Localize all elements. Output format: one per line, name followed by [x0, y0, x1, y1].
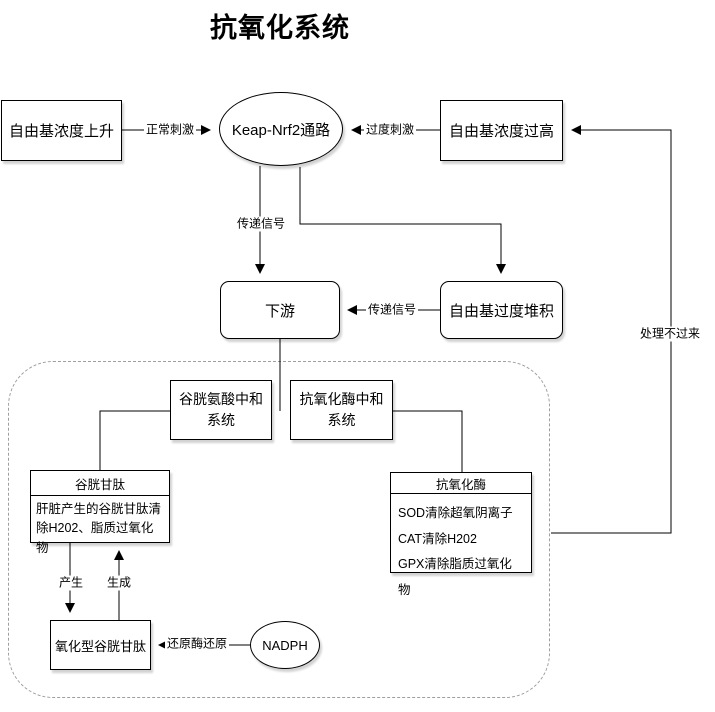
node-free-radical-high: 自由基浓度过高: [440, 100, 563, 161]
node-radical-accumulation: 自由基过度堆积: [440, 281, 563, 339]
edge-label-transmit-signal-down: 传递信号: [234, 216, 288, 232]
node-keap-nrf2-pathway: Keap-Nrf2通路: [219, 92, 343, 166]
node-downstream: 下游: [220, 281, 340, 339]
node-enzyme-neutralize-system: 抗氧化酶中和系统: [290, 380, 393, 440]
node-free-radical-rise: 自由基浓度上升: [1, 100, 122, 161]
edge-label-produce: 产生: [56, 575, 86, 591]
edge-label-overwhelmed: 处理不过来: [637, 326, 703, 342]
node-antioxidant-enzyme: 抗氧化酶 SOD清除超氧阴离子 CAT清除H202 GPX清除脂质过氧化物: [390, 472, 532, 597]
node-oxidized-glutathione: 氧化型谷胱甘肽: [50, 620, 151, 670]
enzyme-line-sod: SOD清除超氧阴离子: [398, 506, 513, 520]
edge-label-reductase-reduce: 还原酶还原: [164, 636, 230, 652]
edge-label-normal-stimulus: 正常刺激: [143, 122, 197, 138]
enzyme-line-gpx: GPX清除脂质过氧化物: [398, 557, 512, 597]
edge-label-generate: 生成: [104, 575, 134, 591]
node-glutathione: 谷胱甘肽 肝脏产生的谷胱甘肽清除H202、脂质过氧化物: [30, 470, 170, 555]
enzyme-line-cat: CAT清除H202: [398, 531, 477, 546]
edge-label-transmit-signal-side: 传递信号: [365, 302, 419, 318]
edge-keap-to-accumulation: [299, 167, 506, 274]
edge-enzyme-system-to-enzyme: [393, 410, 463, 472]
page-title: 抗氧化系统: [210, 13, 350, 43]
node-nadph: NADPH: [250, 621, 320, 669]
edge-label-excess-stimulus: 过度刺激: [363, 122, 417, 138]
node-glutathione-header: 谷胱甘肽: [31, 471, 169, 496]
node-antioxidant-enzyme-header: 抗氧化酶: [391, 473, 531, 494]
node-glutathione-neutralize-system: 谷胱氨酸中和系统: [170, 380, 272, 440]
node-glutathione-body: 肝脏产生的谷胱甘肽清除H202、脂质过氧化物: [36, 502, 162, 555]
edge-glutathione-system-to-glutathione: [99, 410, 170, 470]
antioxidant-system-group-container: [8, 361, 550, 698]
